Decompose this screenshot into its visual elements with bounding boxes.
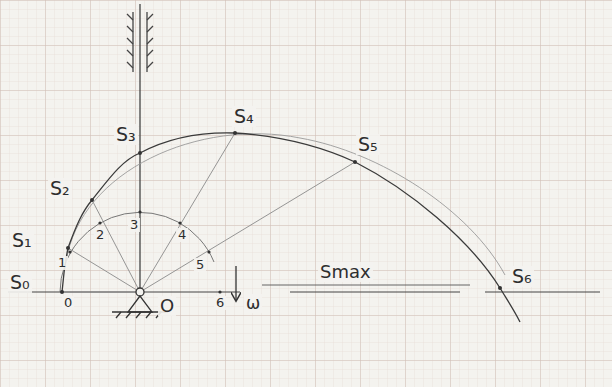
curve-point-label: S₄ (232, 106, 256, 127)
position-number: 5 (194, 258, 206, 272)
curve-point-label: S₂ (48, 178, 72, 199)
position-number: 3 (128, 218, 140, 232)
position-number: 1 (56, 256, 68, 270)
position-number: 6 (214, 296, 226, 310)
curve-point-label: S₅ (356, 134, 380, 155)
position-number: 4 (176, 228, 188, 242)
dimension-label: Smax (318, 262, 373, 282)
curve-point-label: S₃ (114, 124, 138, 145)
pivot-label: O (158, 296, 176, 316)
curve-point-label: S₆ (510, 266, 534, 287)
curve-point-label: S₁ (10, 230, 34, 251)
angular-velocity-label: ω (244, 294, 262, 313)
curve-point-label: S₀ (8, 272, 32, 293)
position-number: 0 (62, 296, 74, 310)
position-number: 2 (94, 228, 106, 242)
